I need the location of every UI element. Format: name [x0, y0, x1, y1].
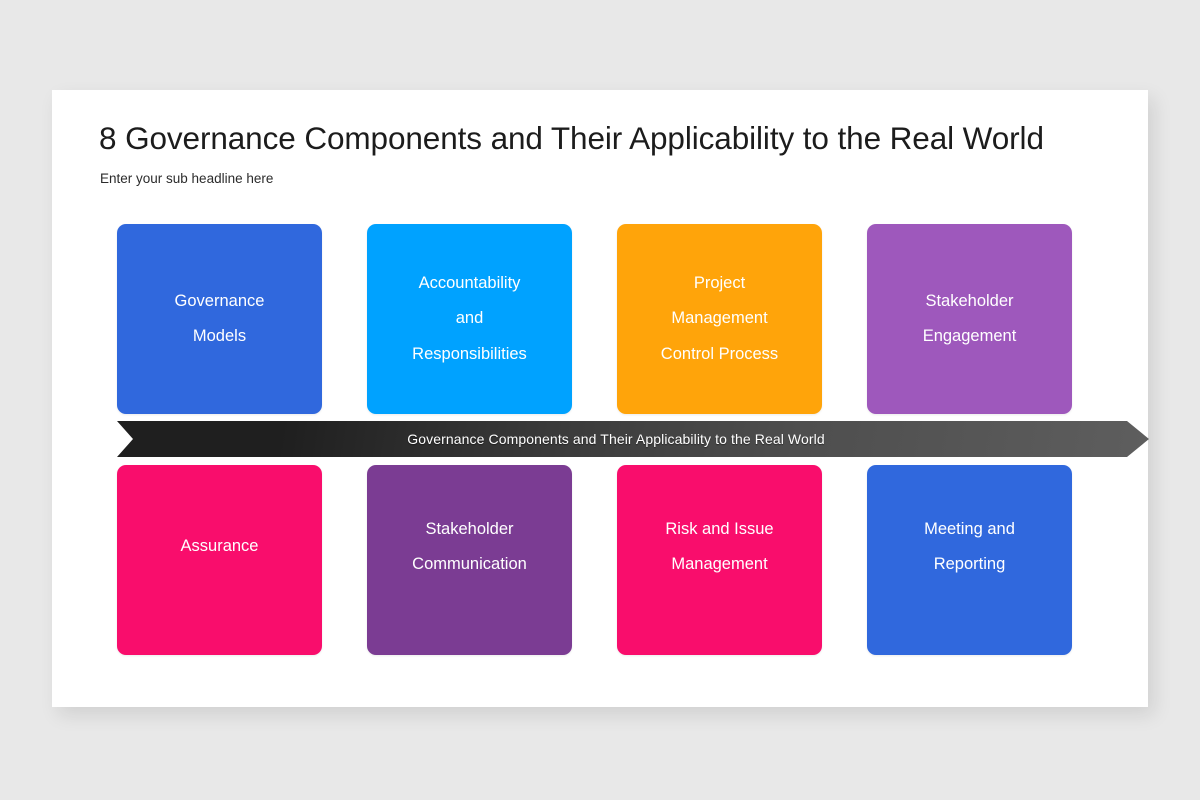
- component-card-stakeholder-communication[interactable]: Stakeholder Communication: [367, 465, 572, 655]
- component-card-label: Assurance: [180, 537, 259, 556]
- component-card-accountability-and-responsibilities[interactable]: Accountability and Responsibilities: [367, 224, 572, 414]
- component-card-meeting-and-reporting[interactable]: Meeting and Reporting: [867, 465, 1072, 655]
- component-card-label: Project Management Control Process: [660, 273, 779, 363]
- component-card-label: Accountability and Responsibilities: [412, 273, 527, 363]
- component-card-label: Meeting and Reporting: [924, 519, 1015, 574]
- component-card-row-top: Governance Models Accountability and Res…: [117, 224, 1125, 414]
- component-card-assurance[interactable]: Assurance: [117, 465, 322, 655]
- component-card-label: Governance Models: [174, 291, 265, 346]
- component-card-label: Stakeholder Communication: [412, 519, 527, 574]
- component-card-risk-and-issue-management[interactable]: Risk and Issue Management: [617, 465, 822, 655]
- component-card-project-management-control-process[interactable]: Project Management Control Process: [617, 224, 822, 414]
- center-ribbon-banner-label: Governance Components and Their Applicab…: [407, 431, 825, 447]
- component-card-label: Stakeholder Engagement: [922, 291, 1017, 346]
- component-card-row-bottom: Assurance Stakeholder Communication Risk…: [117, 465, 1125, 655]
- component-card-governance-models[interactable]: Governance Models: [117, 224, 322, 414]
- page-title: 8 Governance Components and Their Applic…: [99, 120, 1044, 156]
- center-ribbon-banner: Governance Components and Their Applicab…: [117, 421, 1149, 457]
- component-card-label: Risk and Issue Management: [665, 519, 774, 574]
- slide-panel: 8 Governance Components and Their Applic…: [52, 90, 1148, 707]
- component-card-stakeholder-engagement[interactable]: Stakeholder Engagement: [867, 224, 1072, 414]
- page-subtitle: Enter your sub headline here: [100, 171, 274, 186]
